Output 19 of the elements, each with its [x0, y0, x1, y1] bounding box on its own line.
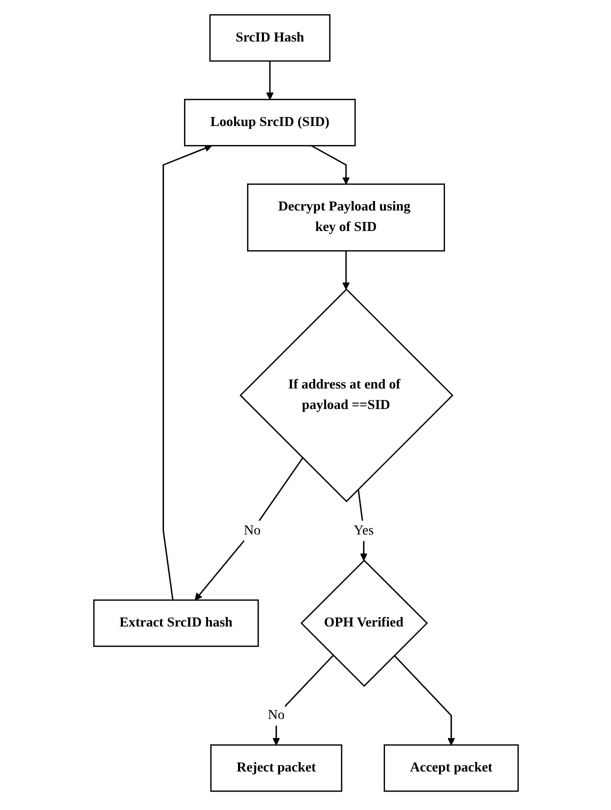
arrow [393, 654, 454, 745]
node-box: Decrypt Payload using key of SID [246, 183, 445, 251]
arrow [272, 654, 334, 745]
arrow [266, 60, 274, 100]
node-box: Accept packet [383, 744, 518, 792]
node-diamond: If address at end of payload ==SID [239, 288, 453, 502]
node-box: Reject packet [210, 744, 342, 792]
arrow [342, 250, 350, 290]
arrow [310, 144, 350, 184]
node-box: Extract SrcID hash [92, 598, 258, 646]
node-diamond: OPH Verified [300, 558, 428, 686]
edge-label: No [267, 707, 284, 722]
node-box: Lookup SrcID (SID) [184, 98, 356, 146]
edge-label: No [243, 522, 260, 538]
node-box: SrcID Hash [208, 14, 330, 62]
arrow [194, 457, 303, 600]
arrow [162, 144, 212, 600]
arrow [357, 488, 367, 560]
edge-label: Yes [353, 522, 374, 538]
